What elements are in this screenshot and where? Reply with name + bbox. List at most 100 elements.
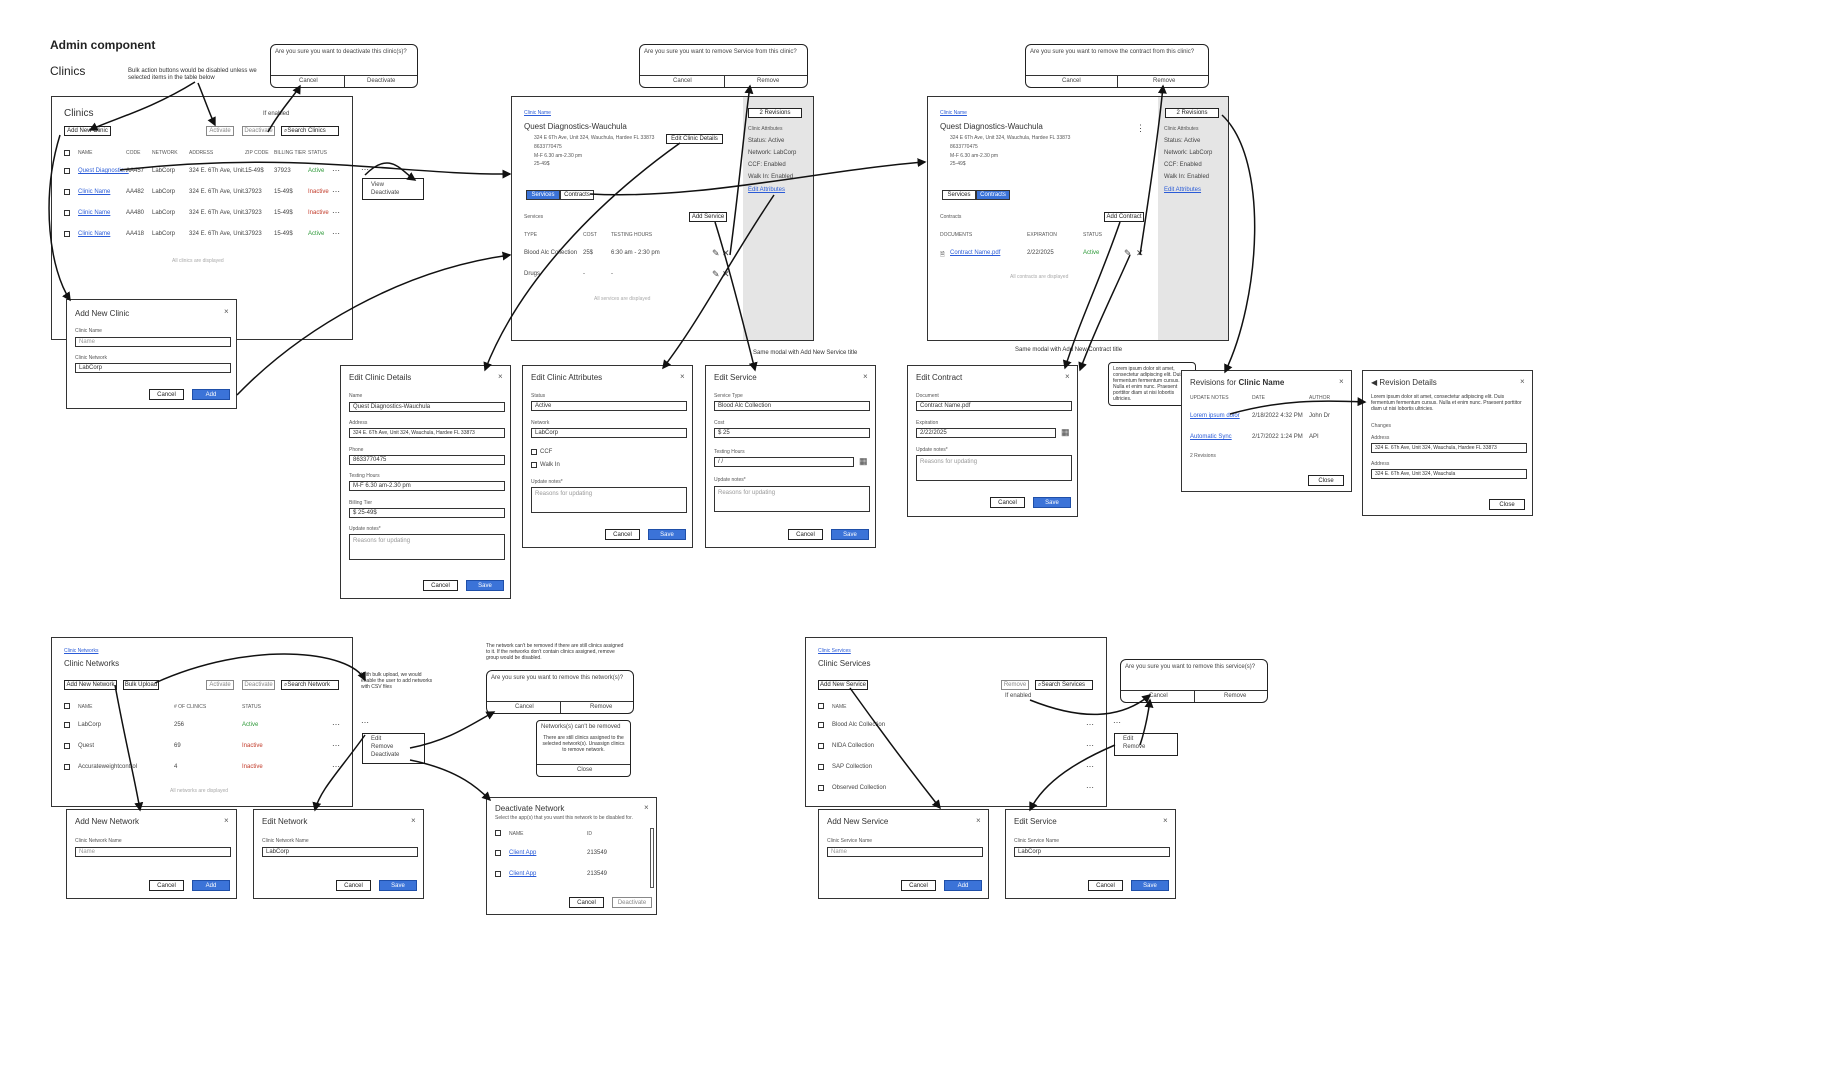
more-icon[interactable]: ⋯ [1086,741,1094,750]
cancel-button[interactable]: Cancel [901,880,936,891]
remove-icon[interactable]: ✕ [722,248,730,258]
revision-link[interactable]: Automatic Sync [1190,434,1232,440]
cancel-button[interactable]: Cancel [423,580,458,591]
more-icon[interactable]: ⋯ [361,165,369,174]
edit-clinic-details-button[interactable]: Edit Clinic Details [666,134,723,144]
service-type-select[interactable]: Blood Alc Collection [714,401,870,411]
more-icon[interactable]: ⋯ [332,720,340,729]
hours-input[interactable]: / / [714,457,854,467]
cancel-button[interactable]: Cancel [1088,880,1123,891]
more-icon[interactable]: ⋯ [332,762,340,771]
save-button[interactable]: Save [831,529,869,540]
more-icon[interactable]: ⋯ [1086,720,1094,729]
menu-edit[interactable]: Edit [1123,736,1134,742]
more-icon[interactable]: ⋯ [332,166,340,175]
row-checkbox[interactable] [818,743,824,749]
close-button[interactable]: Close [1308,475,1344,486]
remove-icon[interactable]: ✕ [1136,248,1144,258]
activate-button[interactable]: Activate [206,126,234,136]
menu-remove[interactable]: Remove [371,744,394,750]
add-button[interactable]: Add [944,880,982,891]
deactivate-button[interactable]: Deactivate [612,897,652,908]
calendar-icon[interactable]: ▦ [1061,427,1070,437]
menu-remove[interactable]: Remove [1123,744,1146,750]
revision-link[interactable]: Lorem ipsum dolor [1190,413,1240,419]
revisions-button[interactable]: 2 Revisions [748,108,802,118]
save-button[interactable]: Save [379,880,417,891]
row-checkbox[interactable] [818,764,824,770]
more-icon[interactable]: ⋯ [332,741,340,750]
deactivate-button[interactable]: Deactivate [242,680,275,690]
add-button[interactable]: Add [192,389,230,400]
cancel-button[interactable]: Cancel [990,497,1025,508]
name-input[interactable]: Quest Diagnostics-Wauchula [349,402,505,412]
service-name-input[interactable]: Name [827,847,983,857]
cancel-button[interactable]: Cancel [673,78,692,84]
close-icon[interactable]: × [1339,377,1344,386]
more-icon[interactable]: ⋯ [1086,783,1094,792]
walkin-checkbox[interactable] [531,462,537,468]
row-checkbox[interactable] [64,743,70,749]
close-button[interactable]: Close [1489,499,1525,510]
notes-textarea[interactable]: Reasons for updating [531,487,687,513]
clinic-name-link[interactable]: Quest Diagnostic... [78,168,129,174]
save-button[interactable]: Save [648,529,686,540]
revisions-button[interactable]: 2 Revisions [1165,108,1219,118]
close-icon[interactable]: × [1163,816,1168,825]
cancel-button[interactable]: Cancel [788,529,823,540]
clinic-name-link[interactable]: Clinic Name [78,189,111,195]
edit-icon[interactable]: ✎ [712,269,720,279]
row-checkbox[interactable] [818,722,824,728]
remove-button[interactable]: Remove [1001,680,1029,690]
cancel-button[interactable]: Cancel [336,880,371,891]
row-checkbox[interactable] [64,168,70,174]
close-icon[interactable]: × [863,372,868,381]
clinic-name-link[interactable]: Clinic Name [78,210,111,216]
close-icon[interactable]: × [224,816,229,825]
close-icon[interactable]: × [680,372,685,381]
close-icon[interactable]: × [411,816,416,825]
breadcrumb[interactable]: Clinic Networks [64,648,99,654]
close-icon[interactable]: × [644,803,649,812]
kebab-icon[interactable]: ⋮ [1136,123,1145,133]
remove-button[interactable]: Remove [590,704,613,710]
network-select[interactable]: LabCorp [531,428,687,438]
breadcrumb[interactable]: Clinic Name [940,110,967,116]
breadcrumb[interactable]: Clinic Name [524,110,551,116]
select-all-checkbox[interactable] [818,703,824,709]
search-services-input[interactable]: ⌕Search Services [1035,680,1093,690]
calendar-icon[interactable]: ▦ [859,456,868,466]
menu-view[interactable]: View [371,182,384,188]
save-button[interactable]: Save [1033,497,1071,508]
remove-button[interactable]: Remove [757,78,780,84]
network-name-input[interactable]: Name [75,847,231,857]
cancel-button[interactable]: Cancel [149,389,184,400]
app-link[interactable]: Client App [509,850,537,856]
tab-contracts[interactable]: Contracts [976,190,1010,200]
notes-textarea[interactable]: Reasons for updating [349,534,505,560]
clinic-name-input[interactable]: Name [75,337,231,347]
row-checkbox[interactable] [495,850,501,856]
edit-icon[interactable]: ✎ [1124,248,1132,258]
edit-icon[interactable]: ✎ [712,248,720,258]
phone-input[interactable]: 8633770475 [349,455,505,465]
tab-services[interactable]: Services [526,190,560,200]
row-checkbox[interactable] [64,722,70,728]
select-all-checkbox[interactable] [64,703,70,709]
ccf-checkbox[interactable] [531,449,537,455]
clinic-name-link[interactable]: Clinic Name [78,231,111,237]
add-clinic-button[interactable]: Add New Clinic [64,126,111,136]
cancel-button[interactable]: Cancel [299,78,318,84]
more-icon[interactable]: ⋯ [332,229,340,238]
address-input[interactable]: 324 E. 6Th Ave, Unit 324, Wauchula, Hard… [349,428,505,438]
more-icon[interactable]: ⋯ [332,187,340,196]
more-icon[interactable]: ⋯ [361,718,369,727]
remove-button[interactable]: Remove [1224,693,1247,699]
close-icon[interactable]: × [498,372,503,381]
remove-icon[interactable]: ✕ [722,269,730,279]
status-select[interactable]: Active [531,401,687,411]
breadcrumb[interactable]: Clinic Services [818,648,851,654]
app-link[interactable]: Client App [509,871,537,877]
hours-input[interactable]: M-F 6.30 am-2.30 pm [349,481,505,491]
close-icon[interactable]: × [224,307,229,316]
